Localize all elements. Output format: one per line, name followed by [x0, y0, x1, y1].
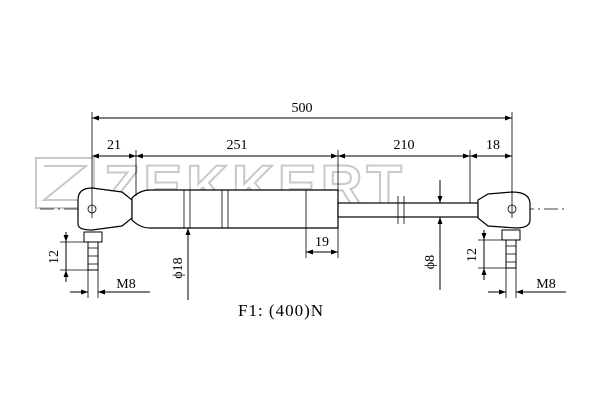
dim-cylinder-label: 251 [227, 138, 248, 153]
dim-right-fitting-label: 18 [486, 138, 500, 153]
dim-right-thread-size-label: M8 [536, 277, 555, 292]
dim-rod-label: 210 [394, 138, 415, 153]
dim-left-thread-length-label: 12 [47, 250, 62, 264]
right-thread-stud [501, 229, 521, 269]
dim-cylinder-diameter-label: ϕ18 [171, 257, 186, 278]
dim-end-cap-label: 19 [315, 235, 329, 250]
dim-right-thread-length-label: 12 [465, 248, 480, 262]
dim-right-thread-size: M8 [488, 268, 566, 298]
force-caption: F1: (400)N [238, 301, 324, 320]
dim-cylinder-diameter: ϕ18 [171, 228, 191, 300]
dim-left-thread-size: M8 [70, 270, 150, 298]
dim-right-thread-length: 12 [465, 230, 506, 280]
left-thread-stud [83, 231, 103, 271]
dim-rod-diameter: ϕ8 [423, 180, 443, 290]
dim-rod-diameter-label: ϕ8 [423, 255, 438, 269]
cylinder [131, 189, 339, 229]
dim-chain: 21 251 210 18 [92, 138, 512, 159]
right-end-fitting [477, 191, 531, 229]
dim-overall: 500 [92, 101, 512, 121]
dim-end-cap: 19 [306, 235, 338, 255]
dim-overall-label: 500 [292, 101, 313, 116]
dim-left-thread-size-label: M8 [116, 277, 135, 292]
left-end-fitting [77, 187, 133, 231]
dim-left-fitting-label: 21 [107, 138, 121, 153]
dim-left-thread-length: 12 [47, 232, 88, 282]
